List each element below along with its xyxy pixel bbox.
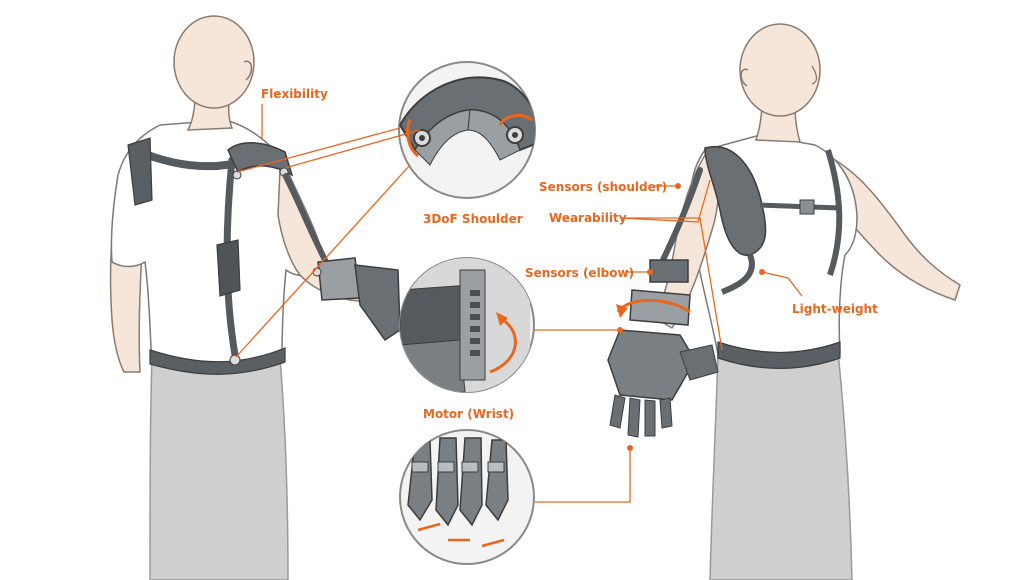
right-harness-buckle: [799, 199, 815, 215]
leader-light-weight: [761, 271, 803, 297]
right-finger-1: [609, 394, 626, 429]
left-waist-belt: [149, 347, 286, 375]
leader-wearability-2: [621, 179, 711, 223]
left-harness-joint-1: [232, 170, 242, 180]
left-figure-ear: [243, 60, 253, 81]
label-sensors-elbow: Sensors (elbow): [525, 266, 635, 280]
leader-dots: [617, 183, 765, 451]
label-3dof-shoulder: 3DoF Shoulder: [423, 212, 523, 226]
right-harness-side-strap: [825, 149, 843, 276]
right-finger-4: [659, 397, 673, 429]
left-harness-shoulder-pad: [227, 142, 294, 177]
right-finger-3: [644, 399, 656, 437]
right-harness-rear-strap: [720, 253, 755, 295]
leader-lines: [235, 104, 803, 503]
right-waist-belt: [717, 341, 841, 370]
callout-fingers-detail: [399, 429, 535, 565]
leader-shoulder-3: [235, 164, 411, 358]
right-forearm-brace: [629, 289, 691, 326]
label-sensors-shoulder: Sensors (shoulder): [539, 180, 668, 194]
right-arm-cable: [659, 167, 703, 265]
leader-wearability: [622, 217, 723, 351]
left-harness-left-pad: [127, 137, 153, 206]
left-forearm-brace: [317, 257, 361, 301]
right-elbow-sensor: [649, 259, 689, 283]
label-flexibility: Flexibility: [261, 87, 328, 101]
leader-shoulder-1: [236, 127, 401, 173]
callout-motor-detail: [399, 257, 535, 393]
callout-shoulder-detail: [398, 61, 536, 199]
left-wrist-unit: [354, 264, 401, 342]
left-figure-head: [173, 15, 255, 109]
leader-shoulder-2: [284, 129, 421, 169]
label-motor-wrist: Motor (Wrist): [423, 407, 515, 421]
right-figure-pants: [709, 351, 853, 580]
left-figure-pants: [149, 357, 289, 580]
label-wearability: Wearability: [549, 211, 627, 225]
left-belt-joint: [229, 354, 241, 366]
right-thumb: [679, 344, 719, 381]
left-harness-side-pad: [216, 239, 241, 297]
right-figure-head: [739, 23, 821, 117]
leader-fingers: [535, 448, 631, 503]
label-light-weight: Light-weight: [792, 302, 878, 316]
left-figure: [109, 15, 401, 580]
right-hand-exo: [607, 329, 696, 401]
right-figure: [607, 23, 961, 580]
right-figure-right-arm: [834, 158, 961, 301]
right-wrist-rotation-arrowhead: [616, 304, 628, 318]
right-finger-2: [627, 397, 641, 438]
right-figure-ear: [740, 68, 749, 87]
right-figure-nose: [811, 65, 818, 85]
left-elbow-joint: [312, 267, 322, 277]
